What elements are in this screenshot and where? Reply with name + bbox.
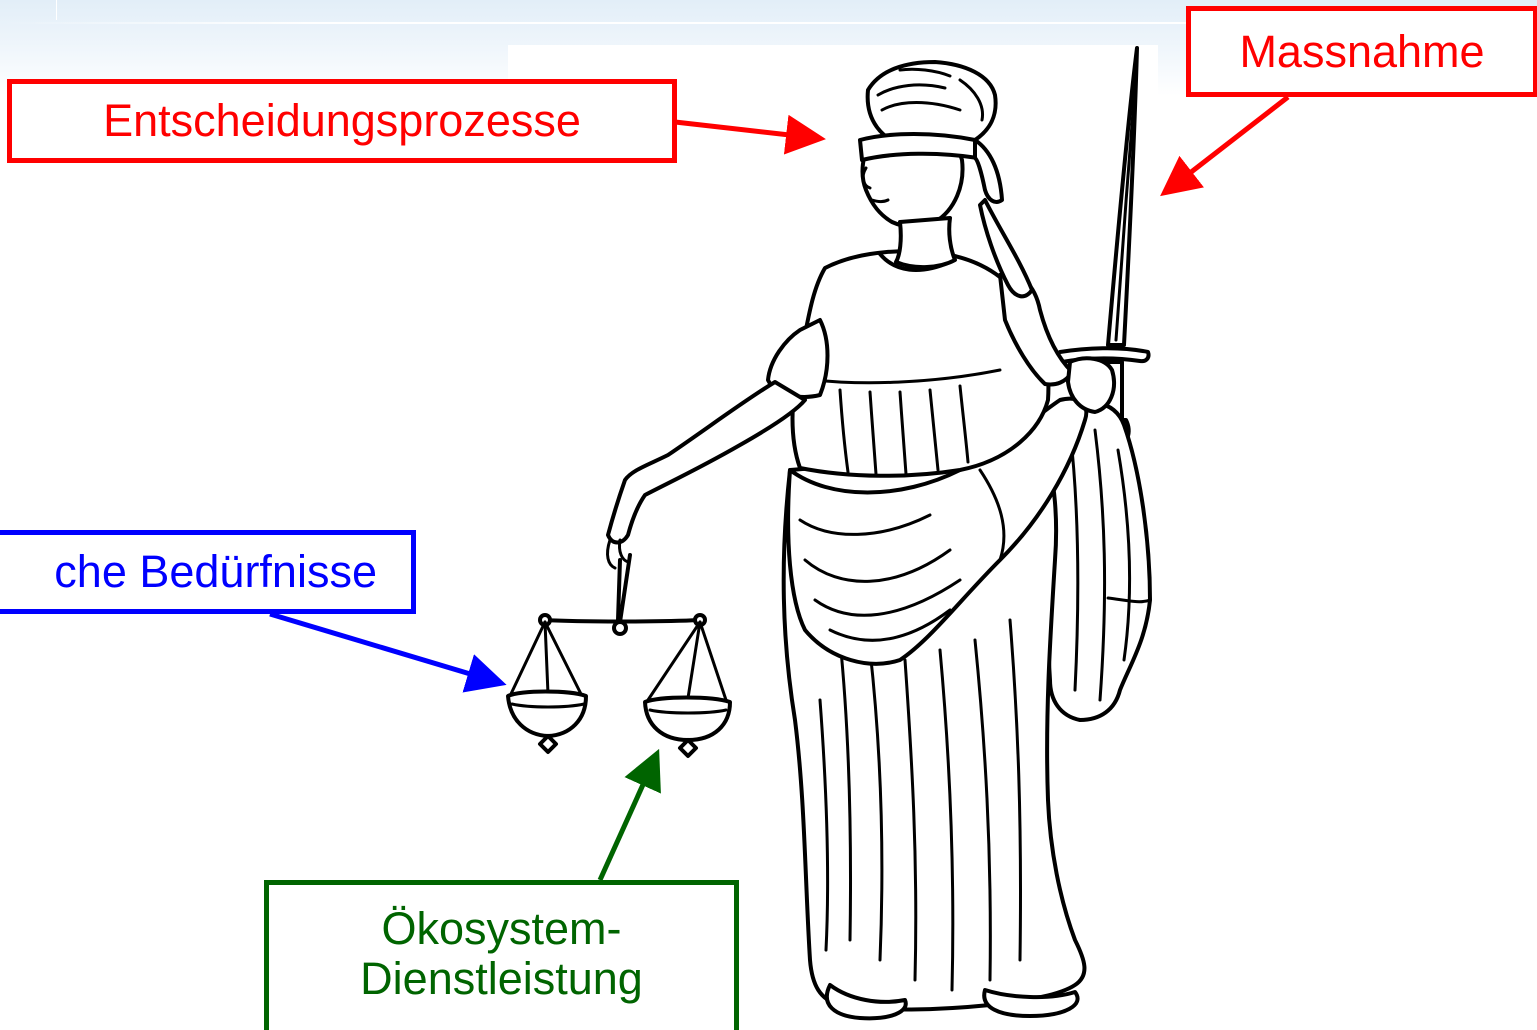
head <box>858 60 1034 299</box>
label-entscheidungsprozesse: Entscheidungsprozesse <box>7 79 677 163</box>
label-beduerfnisse: che Bedürfnisse <box>0 530 416 614</box>
arrow-massnahme <box>1160 95 1290 197</box>
header-divider <box>0 22 1537 24</box>
label-oekosystem-line2: Dienstleistung <box>360 952 643 1004</box>
header-tick <box>56 0 57 20</box>
arrow-beduerfnisse <box>269 611 507 693</box>
left-arm <box>606 380 807 570</box>
drape <box>786 396 1089 666</box>
label-oekosystem-dienstleistung: Ökosystem- Dienstleistung <box>264 880 739 1030</box>
arrow-oekosystem <box>597 748 661 882</box>
label-beduerfnisse-text: che Bedürfnisse <box>54 546 377 597</box>
label-massnahme: Massnahme <box>1186 6 1537 97</box>
label-oekosystem-line1: Ökosystem- <box>381 903 622 954</box>
label-massnahme-text: Massnahme <box>1239 25 1485 77</box>
arrow-entscheidung <box>674 114 826 155</box>
label-entscheidungsprozesse-text: Entscheidungsprozesse <box>103 95 581 146</box>
torso <box>766 249 1116 478</box>
scales <box>506 553 732 758</box>
